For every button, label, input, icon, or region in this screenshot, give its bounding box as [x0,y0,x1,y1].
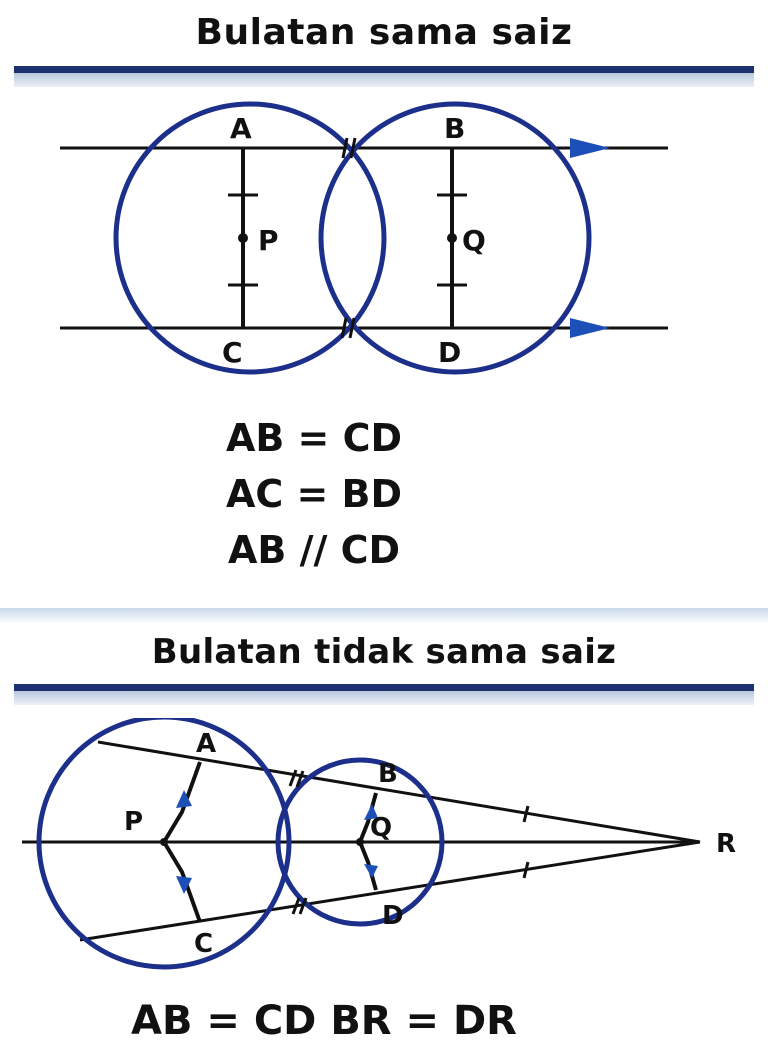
circle-q [275,757,445,927]
tangent-lower [79,840,701,942]
circle-q [318,101,592,375]
equation-1: AB = CD [225,416,403,460]
radius-qd [358,841,378,891]
label-d: D [382,901,404,931]
arrow-head-cd [570,318,610,338]
radius-qb [358,792,378,843]
equation-3: AB // CD [227,528,401,572]
label-q: Q [370,813,392,843]
label-b: B [378,759,398,789]
label-p: P [124,807,143,837]
unequal-circles-diagram: A B C D P Q R [22,718,736,970]
label-c: C [194,929,213,959]
label-b: B [444,112,465,145]
section-title-equal-circles: Bulatan sama saiz [195,12,573,53]
label-a: A [230,112,252,145]
circle-p [36,718,292,970]
title-underline [14,66,754,87]
radius-pa [162,761,202,844]
label-q: Q [462,224,486,257]
diagram-panel-unequal [0,706,768,1024]
arrow-head-ab [570,138,610,158]
tangent-upper [97,740,701,844]
label-r: R [716,829,736,859]
center-q [356,838,364,846]
label-d: D [438,336,461,369]
section-title-unequal-circles: Bulatan tidak sama saiz [151,632,617,672]
equation-2: AC = BD [225,472,403,516]
equation-partial: AB = CD BR = DR [131,998,517,1044]
diagram-panel-equal [0,88,768,608]
center-p [160,838,168,846]
label-a: A [196,729,216,759]
center-q [447,233,457,243]
radius-pc [162,840,202,923]
section-divider-band [0,608,768,624]
center-p [238,233,248,243]
label-p: P [258,224,279,257]
label-c: C [222,336,243,369]
circle-p [113,101,387,375]
equal-circles-diagram: A B C D P Q [60,101,668,375]
title-underline [14,684,754,705]
